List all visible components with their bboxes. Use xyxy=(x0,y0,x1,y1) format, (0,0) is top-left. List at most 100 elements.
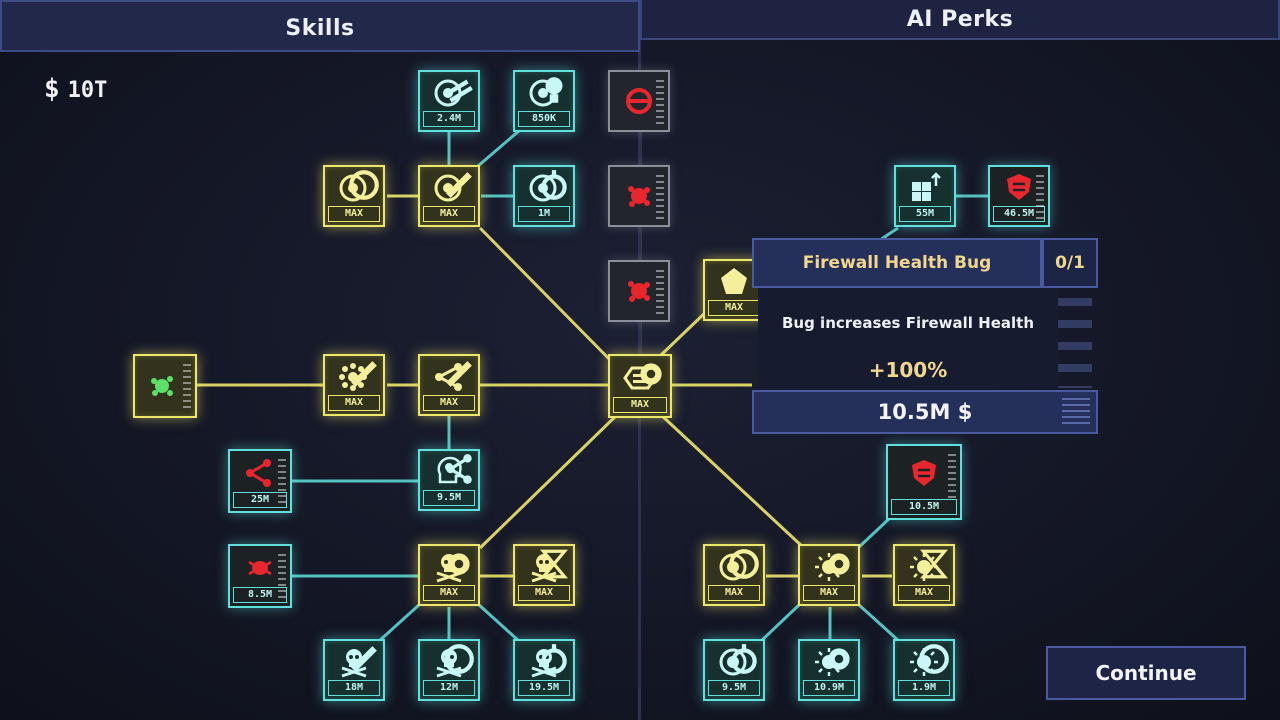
perk-tooltip: Firewall Health Bug 0/1 Bug increases Fi… xyxy=(752,238,1098,434)
locked-virus-cluster-node[interactable] xyxy=(133,354,197,418)
skill-status-label: MAX xyxy=(328,206,380,222)
skill-target-node-b[interactable]: 850K xyxy=(513,70,575,132)
continue-label: Continue xyxy=(1095,661,1197,685)
tab-skills[interactable]: Skills xyxy=(0,0,640,52)
skill-virus-max[interactable]: MAX xyxy=(323,354,385,416)
red-shield-icon xyxy=(1007,173,1031,200)
cubes-upgrade-icon xyxy=(912,171,941,201)
perk-cost-label: 9.5M xyxy=(708,680,760,696)
red-bug-icon xyxy=(248,560,272,575)
skill-cost-label: 25M xyxy=(233,492,287,508)
gear-badge-icon xyxy=(828,553,850,575)
circle-badge-icon xyxy=(444,644,474,674)
skill-cost-label: 850K xyxy=(518,111,570,127)
tab-ai-perks-label: AI Perks xyxy=(906,6,1014,32)
sword-badge-icon xyxy=(351,361,377,387)
money-display: $10T xyxy=(44,74,107,104)
circle-badge-icon xyxy=(729,549,759,579)
circle-badge-icon xyxy=(349,170,379,200)
tooltip-cost-decoration xyxy=(1062,398,1090,428)
tooltip-cost-text: 10.5M $ xyxy=(877,400,973,424)
skill-target-max-left[interactable]: MAX xyxy=(323,165,385,227)
skill-status-label: MAX xyxy=(328,395,380,411)
skill-target-node-a[interactable]: 2.4M xyxy=(418,70,480,132)
gear-badge-icon xyxy=(448,553,470,575)
timer-badge-icon xyxy=(541,170,567,200)
pentagon-icon xyxy=(721,267,747,294)
gear-badge-icon xyxy=(640,363,662,385)
green-virus-icon xyxy=(151,376,173,396)
tooltip-description: Bug increases Firewall Health xyxy=(781,314,1034,332)
skill-target-max-mid[interactable]: MAX xyxy=(418,165,480,227)
perk-status-label: MAX xyxy=(898,585,950,601)
skill-cost-label: 19.5M xyxy=(518,680,570,696)
skill-cost-label: 9.5M xyxy=(423,490,475,506)
perk-sun-max[interactable]: MAX xyxy=(798,544,860,606)
red-shield-icon xyxy=(912,459,936,486)
timer-badge-icon xyxy=(541,644,567,674)
perk-status-label: MAX xyxy=(803,585,855,601)
locked-bug-node-a[interactable] xyxy=(608,165,670,227)
skill-status-label: MAX xyxy=(518,585,570,601)
perk-red-shield-top[interactable]: 46.5M xyxy=(988,165,1050,227)
skill-cost-label: 1M xyxy=(518,206,570,222)
locked-bug-node-b[interactable] xyxy=(608,260,670,322)
skill-status-label: MAX xyxy=(613,397,667,413)
skill-cost-label: 12M xyxy=(423,680,475,696)
skill-share-max[interactable]: MAX xyxy=(418,354,480,416)
skill-cost-label: 2.4M xyxy=(423,111,475,127)
skill-skull-timer-node[interactable]: 19.5M xyxy=(513,639,575,701)
sword-badge-icon xyxy=(446,172,472,198)
perk-sun-target-timer[interactable]: 9.5M xyxy=(703,639,765,701)
tooltip-level: 0/1 xyxy=(1042,238,1098,288)
perk-cost-label: 46.5M xyxy=(993,206,1045,222)
skill-skull-max[interactable]: MAX xyxy=(418,544,480,606)
red-spread-icon xyxy=(246,458,271,487)
skill-status-label: MAX xyxy=(423,585,475,601)
money-amount: 10T xyxy=(67,78,108,103)
perk-cost-label: 1.9M xyxy=(898,680,950,696)
skill-cost-label: 8.5M xyxy=(233,587,287,603)
tab-ai-perks[interactable]: AI Perks xyxy=(640,0,1280,40)
skill-status-label: MAX xyxy=(423,206,475,222)
speed-badge-icon xyxy=(445,79,473,103)
skill-target-node-1m[interactable]: 1M xyxy=(513,165,575,227)
skill-skull-hourglass-max[interactable]: MAX xyxy=(513,544,575,606)
perk-firewall-health-bug[interactable]: 10.5M xyxy=(886,444,962,520)
perk-sun-target-max[interactable]: MAX xyxy=(703,544,765,606)
tooltip-body: Bug increases Firewall Health +100% xyxy=(758,288,1058,388)
perk-status-label: MAX xyxy=(708,585,760,601)
skill-bug-red-node[interactable]: 8.5M xyxy=(228,544,292,608)
tab-skills-label: Skills xyxy=(285,15,355,41)
skill-brain-node[interactable]: 9.5M xyxy=(418,449,480,511)
skill-status-label: MAX xyxy=(423,395,475,411)
tooltip-value: +100% xyxy=(868,358,948,382)
perk-cost-label: 10.5M xyxy=(891,499,957,515)
perk-cost-label: 10.9M xyxy=(803,680,855,696)
timer-badge-icon xyxy=(731,644,757,674)
red-virus-icon xyxy=(628,281,650,302)
tooltip-decoration xyxy=(1058,298,1092,388)
continue-button[interactable]: Continue xyxy=(1046,646,1246,700)
tooltip-cost: 10.5M $ xyxy=(752,390,1098,434)
skill-skull-circle-node[interactable]: 12M xyxy=(418,639,480,701)
skill-skull-sword-node[interactable]: 18M xyxy=(323,639,385,701)
perk-sun-circle[interactable]: 1.9M xyxy=(893,639,955,701)
red-firewall-icon xyxy=(626,88,652,114)
locked-firewall-node[interactable] xyxy=(608,70,670,132)
lightbulb-badge-icon xyxy=(545,77,563,103)
sword-badge-icon xyxy=(351,646,377,672)
perk-cost-label: 55M xyxy=(899,206,951,222)
skill-spread-red-node[interactable]: 25M xyxy=(228,449,292,513)
perk-sun-hourglass-max[interactable]: MAX xyxy=(893,544,955,606)
skill-center-core[interactable]: MAX xyxy=(608,354,672,418)
tooltip-title: Firewall Health Bug xyxy=(752,238,1042,288)
perk-sun-gear[interactable]: 10.9M xyxy=(798,639,860,701)
perk-cubes-node[interactable]: 55M xyxy=(894,165,956,227)
gear-badge-icon xyxy=(828,648,850,670)
money-symbol: $ xyxy=(44,74,60,104)
sword-badge-icon xyxy=(446,361,472,387)
hourglass-badge-icon xyxy=(539,549,569,579)
